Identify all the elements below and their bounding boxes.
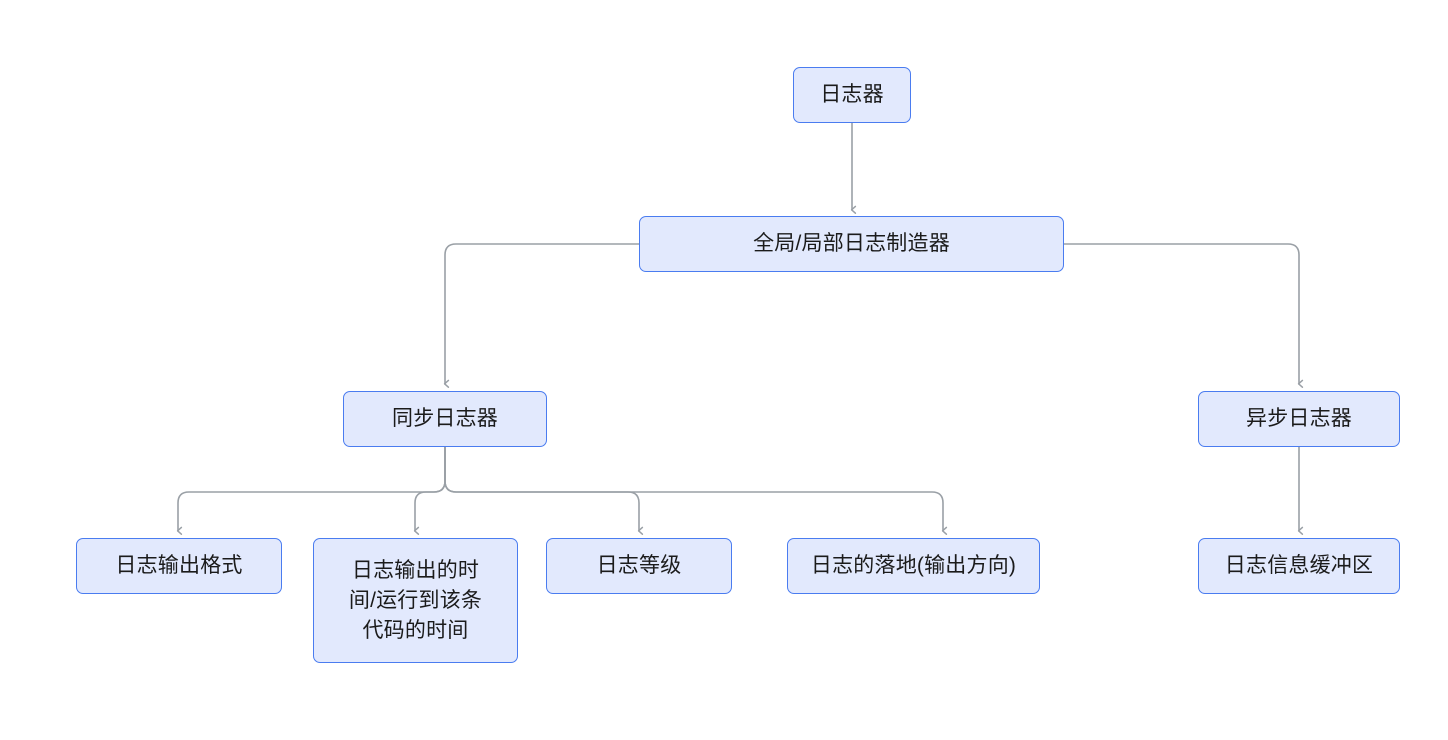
edge-sync-to-level bbox=[444, 446, 644, 535]
edge-maker-to-async bbox=[1063, 243, 1304, 388]
node-label-log-output-format: 日志输出格式 bbox=[115, 554, 243, 577]
node-label-log-message-buffer: 日志信息缓冲区 bbox=[1224, 554, 1374, 577]
node-log-output-time[interactable]: 日志输出的时 间/运行到该条 代码的时间 bbox=[313, 538, 518, 663]
node-label-log-output-time: 日志输出的时 间/运行到该条 代码的时间 bbox=[348, 558, 483, 642]
node-sync-logger[interactable]: 同步日志器 bbox=[343, 391, 547, 447]
node-logger[interactable]: 日志器 bbox=[793, 67, 911, 123]
edge-sync-to-format bbox=[176, 446, 446, 535]
node-label-log-landing-direction: 日志的落地(输出方向) bbox=[810, 554, 1017, 577]
edge-sync-to-time bbox=[413, 446, 446, 535]
node-log-landing-direction[interactable]: 日志的落地(输出方向) bbox=[787, 538, 1040, 594]
node-label-sync-logger: 同步日志器 bbox=[392, 407, 498, 430]
node-async-logger[interactable]: 异步日志器 bbox=[1198, 391, 1400, 447]
node-global-local-log-maker[interactable]: 全局/局部日志制造器 bbox=[639, 216, 1064, 272]
node-log-message-buffer[interactable]: 日志信息缓冲区 bbox=[1198, 538, 1400, 594]
edge-maker-to-sync bbox=[443, 243, 640, 388]
node-log-level[interactable]: 日志等级 bbox=[546, 538, 732, 594]
node-log-output-format[interactable]: 日志输出格式 bbox=[76, 538, 282, 594]
edge-sync-to-landing bbox=[444, 446, 948, 535]
node-label-async-logger: 异步日志器 bbox=[1246, 407, 1352, 430]
node-label-log-level: 日志等级 bbox=[596, 554, 682, 577]
node-label-logger: 日志器 bbox=[820, 83, 884, 106]
node-label-global-local-log-maker: 全局/局部日志制造器 bbox=[753, 232, 950, 255]
